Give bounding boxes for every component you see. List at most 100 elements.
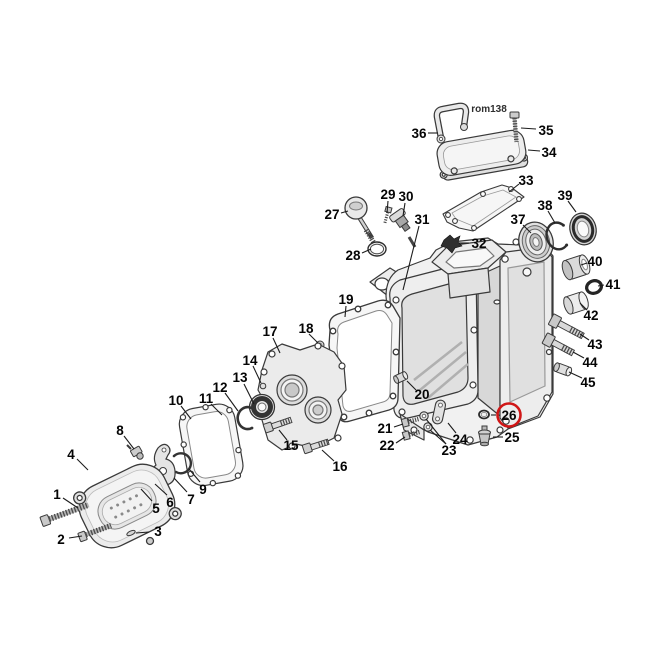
part-15-bolt <box>262 416 293 434</box>
highlight-ring-26 <box>496 402 522 428</box>
callout-32: 32 <box>471 236 486 251</box>
callout-21: 21 <box>377 421 393 436</box>
leader-line-12 <box>224 392 239 412</box>
callout-18: 18 <box>298 321 314 336</box>
leader-line-9 <box>188 468 201 483</box>
leader-line-1 <box>62 497 79 509</box>
part-19-gasket <box>326 299 401 423</box>
leader-line-14 <box>252 365 262 384</box>
leader-line-43 <box>579 333 590 341</box>
part-3-pin <box>126 529 136 537</box>
leader-line-39 <box>567 200 577 213</box>
leader-line-4 <box>76 458 89 471</box>
leader-line-2 <box>68 535 83 539</box>
leader-line-28 <box>361 248 372 254</box>
callout-9: 9 <box>199 482 207 497</box>
callout-42: 42 <box>583 308 598 323</box>
leader-line-23 <box>429 429 447 445</box>
leader-line-20 <box>406 380 417 391</box>
callout-3: 3 <box>154 524 162 539</box>
callout-44: 44 <box>582 355 598 370</box>
part-main-case <box>369 237 554 446</box>
part-30-switch <box>389 208 411 233</box>
leader-line-31 <box>402 225 420 291</box>
leader-line-40 <box>580 262 588 266</box>
leader-line-38 <box>547 210 556 224</box>
callout-27: 27 <box>324 207 339 222</box>
part-13-snap-ring <box>236 405 258 431</box>
callout-12: 12 <box>212 380 227 395</box>
callout-6: 6 <box>166 495 174 510</box>
callout-23: 23 <box>441 443 457 458</box>
leader-line-35 <box>520 127 537 130</box>
part-27-dipstick <box>344 196 377 245</box>
callout-34: 34 <box>541 145 557 160</box>
part-1-bolt <box>39 501 90 527</box>
callout-40: 40 <box>587 254 602 269</box>
part-36-handle <box>433 102 470 144</box>
part-42-bushing <box>563 291 589 315</box>
leader-line-17 <box>272 337 281 354</box>
part-12-bearing <box>248 393 276 421</box>
leader-line-37 <box>522 224 532 234</box>
part-9-snap-ring <box>172 452 193 475</box>
callout-1: 1 <box>53 487 61 502</box>
part-34-top-cover <box>436 129 529 181</box>
part-29-screw <box>383 205 393 225</box>
leader-line-10 <box>180 405 192 420</box>
callout-15: 15 <box>283 438 299 453</box>
part-39-seal <box>569 212 597 246</box>
callout-36: 36 <box>411 126 427 141</box>
callout-14: 14 <box>242 353 258 368</box>
leader-line-18 <box>308 333 319 344</box>
leader-line-13 <box>243 383 255 405</box>
part-33-top-gasket <box>442 184 525 232</box>
part-17-bearing-housing <box>257 342 347 451</box>
leader-line-42 <box>579 302 588 311</box>
part-35-bolt <box>509 111 520 143</box>
callout-25: 25 <box>504 430 520 445</box>
part-25-vent-plug <box>478 425 491 447</box>
callout-19: 19 <box>338 292 353 307</box>
callout-2: 2 <box>57 532 65 547</box>
leader-line-41 <box>597 284 605 287</box>
part-37-bearing <box>518 221 554 263</box>
leader-line-15 <box>278 429 288 441</box>
leader-line-8 <box>123 435 135 450</box>
part-2-bolt <box>77 522 112 543</box>
leader-line-21 <box>393 423 404 428</box>
callout-7: 7 <box>187 492 195 507</box>
callout-24: 24 <box>452 432 468 447</box>
part-44-bolt <box>541 332 576 357</box>
callout-5: 5 <box>152 501 160 516</box>
leader-line-23 <box>425 418 447 445</box>
leader-line-16 <box>321 449 335 462</box>
callout-11: 11 <box>199 391 214 406</box>
leader-line-6 <box>154 483 168 496</box>
leader-line-19 <box>344 305 347 318</box>
part-45-dowel <box>553 362 573 377</box>
callout-22: 22 <box>379 438 394 453</box>
callout-20: 20 <box>414 387 429 402</box>
callout-35: 35 <box>538 123 554 138</box>
leader-line-30 <box>402 202 406 217</box>
callout-28: 28 <box>345 248 361 263</box>
leader-line-3 <box>135 531 150 534</box>
callout-41: 41 <box>605 277 621 292</box>
part-41-o-ring <box>585 279 603 295</box>
part-24-link <box>431 399 447 425</box>
part-20-bushing <box>393 371 409 384</box>
part-26-o-ring <box>478 409 490 420</box>
leader-line-45 <box>568 371 583 379</box>
ref-code-label: rom138 <box>471 104 507 115</box>
callout-31: 31 <box>414 212 430 227</box>
callout-13: 13 <box>232 370 248 385</box>
callout-37: 37 <box>510 212 525 227</box>
part-8-fitting <box>126 444 144 460</box>
part-21-screw <box>400 416 420 428</box>
part-38-snap-ring <box>545 221 569 251</box>
callout-38: 38 <box>537 198 553 213</box>
